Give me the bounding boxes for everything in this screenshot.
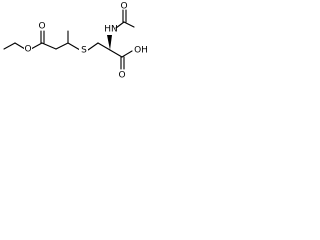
molecule-drawing: O O S HN O O OH — [3, 2, 148, 81]
bond-acid-oh — [121, 50, 133, 58]
atom-acid-carbonyl-o: O — [118, 71, 125, 81]
bond-alpha-cooh — [109, 49, 123, 58]
bond-ch-s — [67, 42, 81, 51]
structure-diagram: O O S HN O O OH — [0, 0, 170, 93]
atom-ester-ether-o: O — [24, 45, 31, 55]
label-bg-sulfur — [79, 45, 88, 55]
bond-ch2-ch — [55, 42, 69, 50]
bond-carbonyl-ch2 — [41, 42, 57, 50]
bond-nh-acetyl — [115, 21, 125, 29]
atom-amide-carbonyl-o: O — [120, 2, 127, 12]
atom-amide-nh: HN — [104, 25, 118, 35]
label-bg-ester-o — [24, 44, 32, 54]
atom-acid-oh: OH — [134, 46, 148, 56]
bond-ch3-ch2 — [3, 42, 16, 50]
bond-acetyl-methyl — [123, 21, 135, 28]
atom-ester-carbonyl-o: O — [38, 22, 45, 32]
bond-o-carbonyl — [30, 42, 43, 50]
wedge-bond-alpha-nh — [107, 35, 112, 50]
bond-ch2-o — [14, 42, 26, 50]
atom-sulfur: S — [81, 46, 87, 56]
bond-ch2-alpha — [97, 42, 111, 51]
bond-s-ch2 — [87, 42, 99, 51]
